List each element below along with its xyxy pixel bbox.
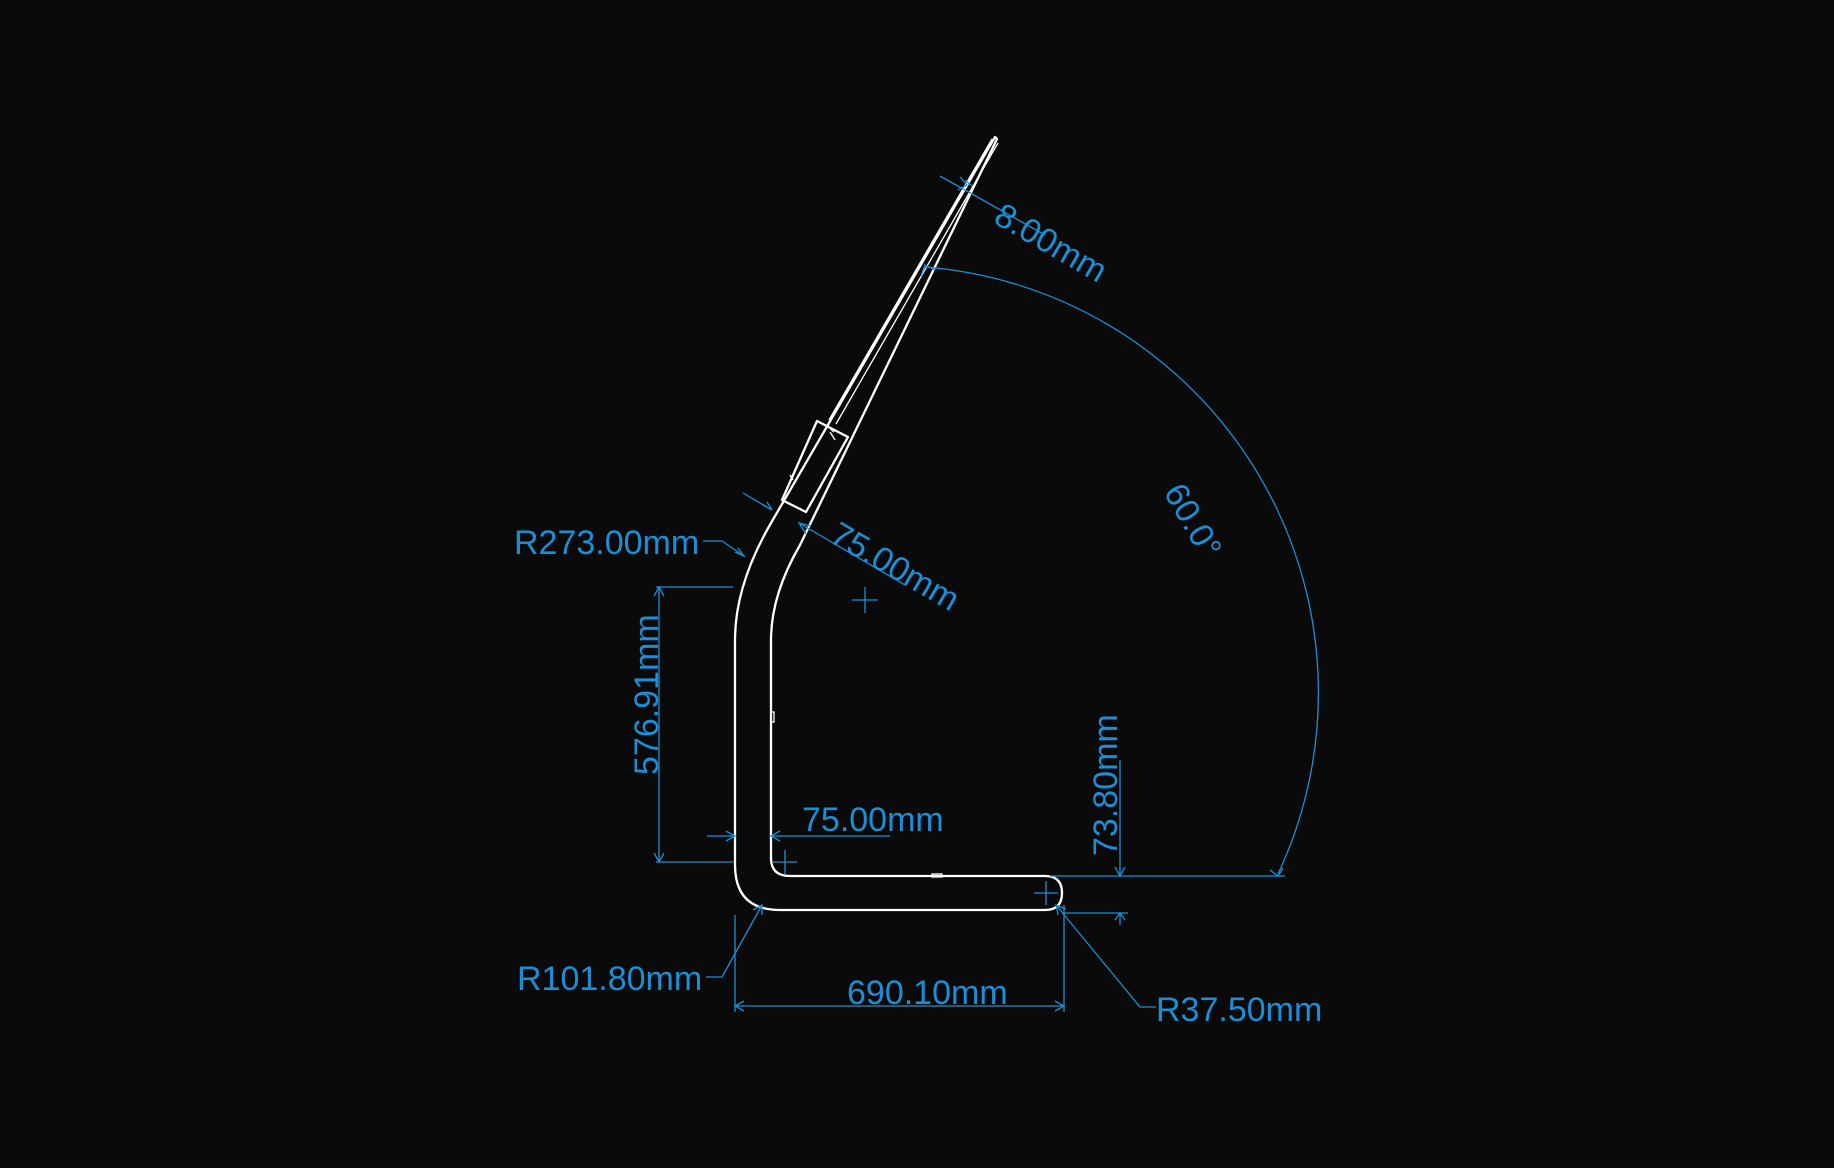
label-vertical-length: 576.91mm	[628, 614, 666, 775]
label-bend-radius-top: R273.00mm	[514, 524, 699, 562]
dim-foot-height: 73.80mm	[1062, 714, 1128, 925]
side-tab	[770, 711, 775, 723]
dim-bend-radius-bottom: R101.80mm	[517, 903, 763, 998]
dim-bend-radius-top: R273.00mm	[514, 492, 773, 562]
label-bend-radius-bottom: R101.80mm	[517, 960, 702, 998]
clamp-block	[780, 419, 850, 514]
label-foot-height: 73.80mm	[1087, 714, 1125, 856]
dim-thickness: 8.00mm	[939, 175, 1113, 290]
outer-profile	[733, 135, 1064, 912]
dim-arm-width-angled: 75.00mm	[797, 515, 966, 619]
dim-vertical-length: 576.91mm	[628, 585, 733, 864]
dim-base-length: 690.10mm	[733, 905, 1066, 1012]
dim-tip-radius: R37.50mm	[1055, 903, 1322, 1029]
bottom-tab	[931, 873, 943, 878]
plate-inner-edge-2	[835, 142, 999, 425]
label-angle: 60.0°	[1156, 477, 1229, 565]
center-mark-tip	[1034, 881, 1058, 905]
clamp-notch	[789, 424, 836, 481]
center-mark-bottom-bend	[773, 850, 797, 874]
label-tip-radius: R37.50mm	[1156, 991, 1322, 1029]
part-outline	[733, 135, 1064, 912]
label-thickness: 8.00mm	[988, 196, 1113, 290]
center-marks	[773, 587, 1058, 905]
label-arm-width-base: 75.00mm	[802, 801, 944, 839]
center-mark-top-bend	[852, 587, 878, 613]
label-base-length: 690.10mm	[847, 974, 1008, 1012]
plate-inner-edge	[828, 138, 993, 421]
dim-arm-width-base: 75.00mm	[707, 801, 944, 842]
label-arm-width-angled: 75.00mm	[824, 515, 966, 619]
